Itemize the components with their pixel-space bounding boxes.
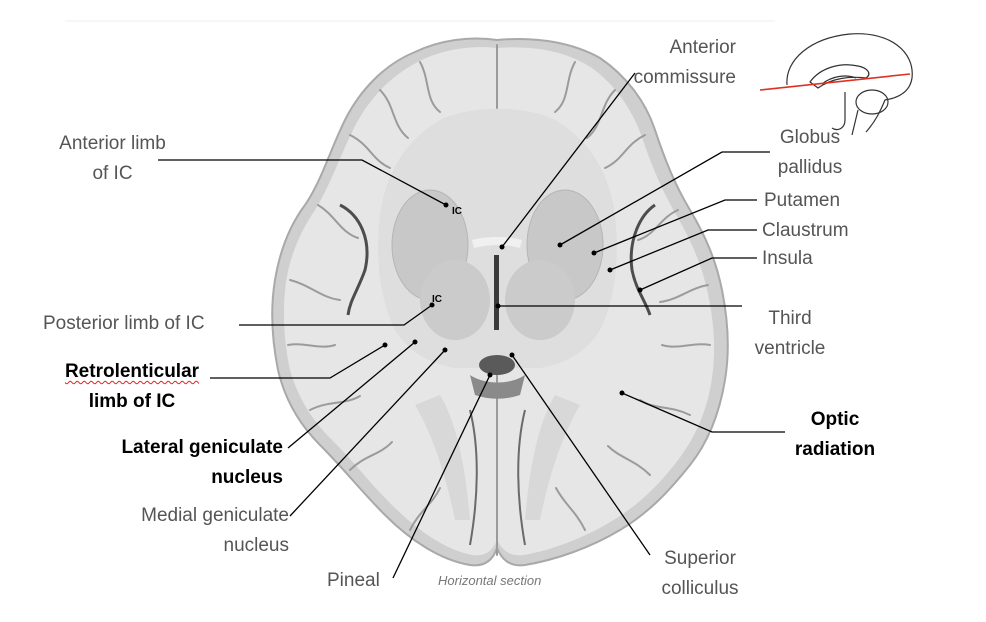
leader-putamen — [593, 199, 757, 254]
inset-brain-outline — [786, 33, 913, 133]
label-retrolenticular-limb-ic: Retrolenticular limb of IC — [64, 361, 200, 412]
label-lateral-geniculate-nucleus: Lateral geniculate nucleus — [121, 437, 283, 488]
label-anterior-commissure: Anterior commissure — [633, 37, 736, 88]
leader-optic-radiation — [621, 392, 785, 433]
leader-superior-colliculus — [511, 354, 651, 556]
figure-caption: Horizontal section — [438, 573, 542, 588]
brain-slice — [271, 37, 729, 567]
label-globus-pallidus: Globus pallidus — [777, 127, 843, 178]
label-posterior-limb-ic: Posterior limb of IC — [43, 313, 205, 334]
sagittal-inset — [786, 33, 913, 136]
label-pineal: Pineal — [327, 570, 380, 591]
leader-lateral-geniculate-nucleus — [287, 341, 416, 449]
pointer-dots — [382, 202, 643, 396]
label-anterior-limb-ic: Anterior limb of IC — [59, 133, 166, 184]
leader-anterior-commissure — [501, 72, 636, 248]
leader-insula — [639, 257, 757, 291]
leader-claustrum — [609, 229, 757, 271]
label-insula: Insula — [762, 248, 813, 269]
label-putamen: Putamen — [764, 190, 841, 211]
inset-cut-line — [759, 73, 911, 91]
leader-globus-pallidus — [559, 151, 770, 246]
ic-marker-posterior: IC — [432, 294, 442, 305]
label-third-ventricle: Third ventricle — [754, 308, 826, 359]
label-medial-geniculate-nucleus: Medial geniculate nucleus — [141, 505, 289, 556]
leader-anterior-limb-ic — [158, 159, 447, 206]
leader-posterior-limb-ic — [239, 304, 433, 326]
ic-marker-anterior: IC — [452, 206, 462, 217]
leader-pineal — [392, 374, 491, 579]
leader-medial-geniculate-nucleus — [289, 349, 446, 517]
label-superior-colliculus: Superior colliculus — [661, 548, 739, 599]
leader-retrolenticular-limb-ic — [210, 344, 386, 379]
label-optic-radiation: Optic radiation — [794, 409, 876, 460]
leader-lines — [158, 72, 785, 579]
label-claustrum: Claustrum — [762, 220, 849, 241]
